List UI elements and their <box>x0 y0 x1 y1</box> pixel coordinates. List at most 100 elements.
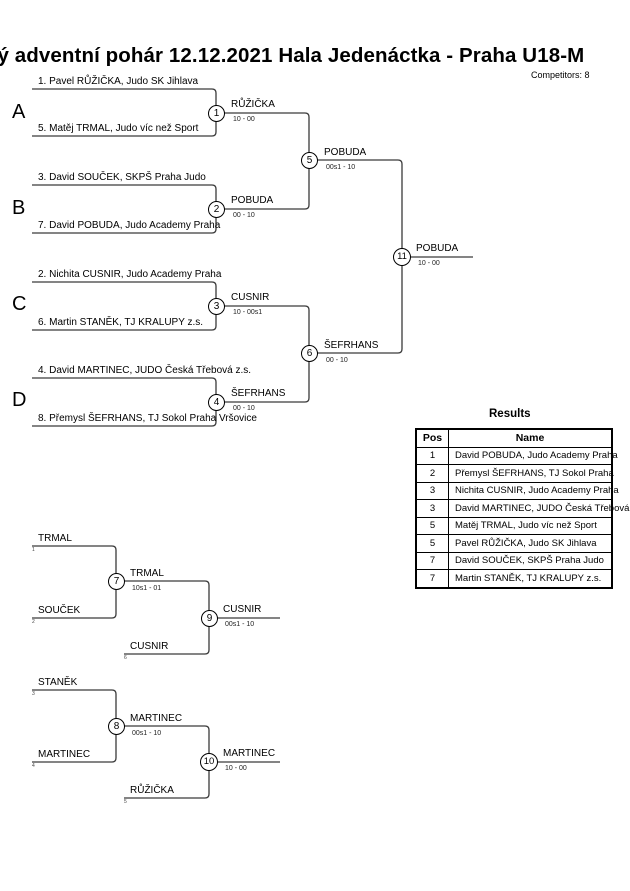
result-name: Matěj TRMAL, Judo víc než Sport <box>448 516 613 535</box>
line-m3-to-m6 <box>216 305 310 353</box>
match-number-11: 11 <box>393 248 411 266</box>
repechage-entry: SOUČEK <box>38 605 81 616</box>
match-number-8: 8 <box>108 718 125 735</box>
match-4-score: 00 - 10 <box>233 405 255 412</box>
competitor-entry: 5. Matěj TRMAL, Judo víc než Sport <box>38 123 199 134</box>
match-8-winner: MARTINEC <box>130 713 183 724</box>
match-number-9: 9 <box>201 610 218 627</box>
match-7-score: 10s1 - 01 <box>132 585 162 592</box>
line-m6-to-m11 <box>309 257 403 354</box>
repechage-entry: MARTINEC <box>38 749 91 760</box>
results-header-row: Pos Name <box>415 428 613 448</box>
result-pos: 7 <box>415 551 449 570</box>
pool-label-a: A <box>12 101 26 123</box>
line-m5-to-m11 <box>309 159 403 257</box>
result-name: Nichita CUSNIR, Judo Academy Praha <box>448 481 619 500</box>
page-title: ký adventní pohár 12.12.2021 Hala Jedená… <box>0 44 585 67</box>
line-rep-upper-3 <box>124 618 210 655</box>
match-number-7: 7 <box>108 573 125 590</box>
result-pos: 7 <box>415 569 449 588</box>
line-pool-b-bottom <box>32 209 217 234</box>
competitor-entry: 1. Pavel RŮŽIČKA, Judo SK Jihlava <box>38 76 199 87</box>
line-pool-a-bottom <box>32 113 217 137</box>
match-number-10: 10 <box>200 753 218 771</box>
match-6-winner: ŠEFRHANS <box>324 340 379 351</box>
competitor-entry: 6. Martin STANĚK, TJ KRALUPY z.s. <box>38 317 204 328</box>
result-pos: 1 <box>415 446 449 465</box>
match-10-winner: MARTINEC <box>223 748 276 759</box>
final-winner: POBUDA <box>416 243 459 254</box>
match-7-winner: TRMAL <box>130 568 164 579</box>
line-pool-d-top <box>32 377 217 402</box>
final-score: 10 - 00 <box>418 260 440 267</box>
match-number-3: 3 <box>208 298 225 315</box>
match-4-winner: ŠEFRHANS <box>231 388 286 399</box>
competitor-entry: 3. David SOUČEK, SKPŠ Praha Judo <box>38 172 206 183</box>
match-number-1: 1 <box>208 105 225 122</box>
match-9-winner: CUSNIR <box>223 604 262 615</box>
result-name: David SOUČEK, SKPŠ Praha Judo <box>448 551 613 570</box>
repechage-entry: TRMAL <box>38 533 72 544</box>
competitor-entry: 8. Přemysl ŠEFRHANS, TJ Sokol Praha Vršo… <box>38 413 257 424</box>
match-number-6: 6 <box>301 345 318 362</box>
result-name: David MARTINEC, JUDO Česká Třebová <box>448 499 629 518</box>
result-pos: 5 <box>415 516 449 535</box>
result-pos: 2 <box>415 464 449 483</box>
line-m4-to-m6 <box>216 353 310 403</box>
results-title: Results <box>489 408 531 420</box>
match-2-score: 00 - 10 <box>233 212 255 219</box>
match-number-2: 2 <box>208 201 225 218</box>
competitor-entry: 2. Nichita CUSNIR, Judo Academy Praha <box>38 269 222 280</box>
repechage-seed: 3 <box>32 691 35 697</box>
line-rep-lower-3 <box>124 762 210 799</box>
result-pos: 3 <box>415 499 449 518</box>
competitor-entry: 7. David POBUDA, Judo Academy Praha <box>38 220 221 231</box>
match-6-score: 00 - 10 <box>326 357 348 364</box>
match-1-winner: RŮŽIČKA <box>231 99 275 110</box>
match-3-score: 10 - 00s1 <box>233 309 263 316</box>
match-9-score: 00s1 - 10 <box>225 621 255 628</box>
line-pool-c-top <box>32 281 217 306</box>
match-3-winner: CUSNIR <box>231 292 270 303</box>
line-rep-lower-2 <box>32 726 117 763</box>
pool-label-c: C <box>12 293 27 315</box>
line-pool-d-bottom <box>32 402 217 427</box>
match-2-winner: POBUDA <box>231 195 274 206</box>
line-m8-to-m10 <box>116 725 210 762</box>
line-rep-upper-2 <box>32 581 117 619</box>
repechage-entry: CUSNIR <box>130 641 169 652</box>
line-m7-to-m9 <box>116 580 210 618</box>
line-pool-a-top <box>32 88 217 113</box>
match-1-score: 10 - 00 <box>233 116 255 123</box>
match-5-winner: POBUDA <box>324 147 367 158</box>
result-name: Pavel RŮŽIČKA, Judo SK Jihlava <box>448 534 613 553</box>
column-header-name: Name <box>448 428 613 448</box>
line-rep-lower-1 <box>32 689 117 726</box>
match-number-4: 4 <box>208 394 225 411</box>
repechage-seed: 5 <box>124 799 127 805</box>
competitors-count: Competitors: 8 <box>531 70 590 80</box>
result-pos: 5 <box>415 534 449 553</box>
pool-label-b: B <box>12 197 26 219</box>
pool-label-d: D <box>12 389 27 411</box>
result-name: Přemysl ŠEFRHANS, TJ Sokol Praha <box>448 464 614 483</box>
line-rep-upper-1 <box>32 545 117 581</box>
result-name: David POBUDA, Judo Academy Praha <box>448 446 618 465</box>
line-m1-to-m5 <box>216 112 310 160</box>
line-m2-to-m5 <box>216 160 310 210</box>
competitor-entry: 4. David MARTINEC, JUDO Česká Třebová z.… <box>38 365 252 376</box>
repechage-seed: 2 <box>32 619 35 625</box>
match-5-score: 00s1 - 10 <box>326 164 356 171</box>
repechage-seed: 4 <box>32 763 35 769</box>
result-pos: 3 <box>415 481 449 500</box>
